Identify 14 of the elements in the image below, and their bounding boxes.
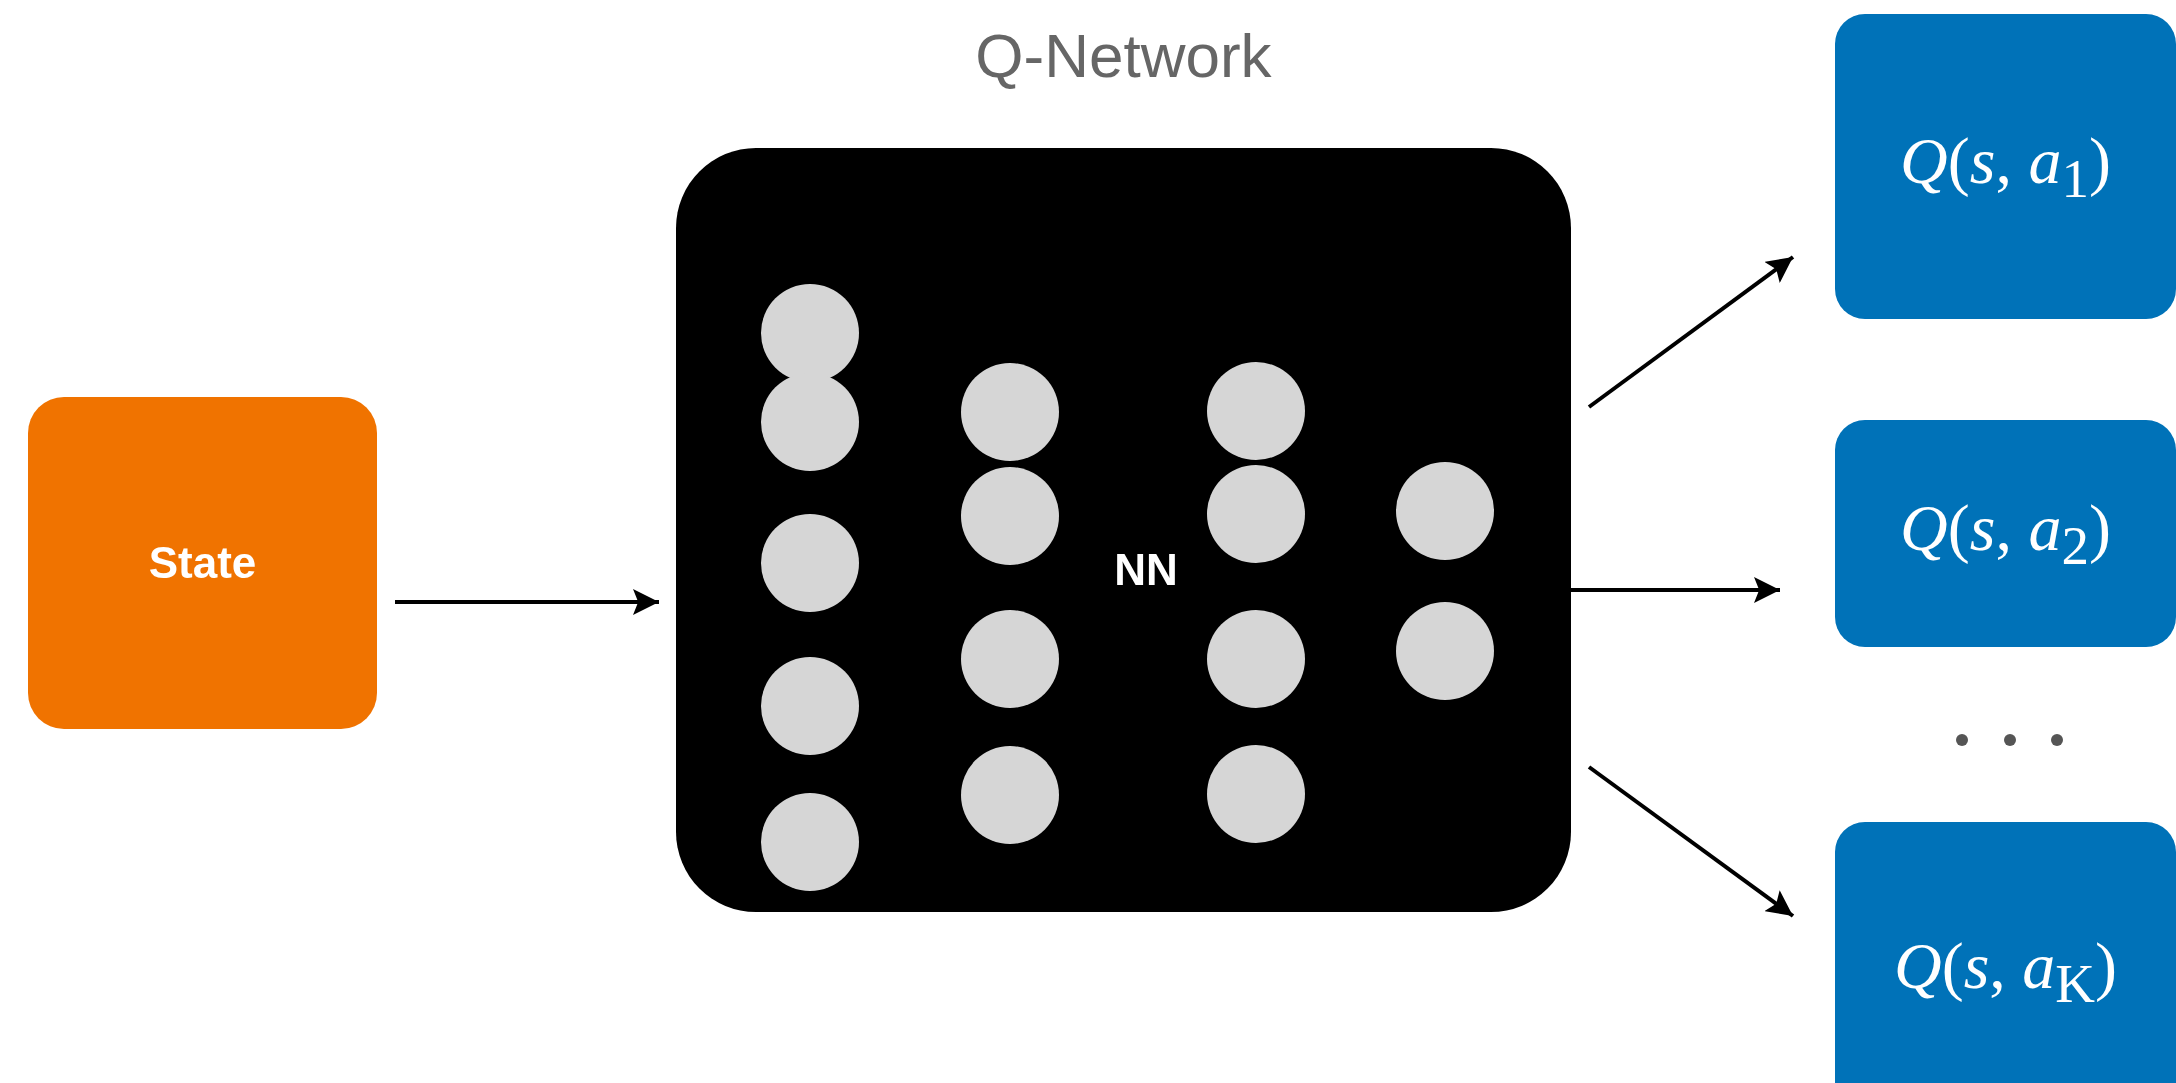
state-box — [28, 397, 377, 729]
q-value-label: Q(s, a$_{K}$) — [1893, 928, 2118, 1016]
network-label: NN — [1114, 545, 1178, 595]
q-value-box — [1835, 14, 2176, 319]
arrow — [1571, 577, 1780, 603]
q-value-label: Q(s, a$_{2}$) — [1900, 489, 2111, 578]
network-title: Q-Network — [975, 20, 1272, 91]
q-value-box — [1835, 420, 2176, 647]
arrow — [1587, 255, 1795, 409]
arrow — [1587, 765, 1795, 918]
q-value-label: Q(s, a$_{1}$) — [1900, 122, 2111, 211]
state-label: State — [148, 538, 257, 588]
arrow — [395, 589, 659, 615]
q-value-box — [1835, 822, 2176, 1083]
